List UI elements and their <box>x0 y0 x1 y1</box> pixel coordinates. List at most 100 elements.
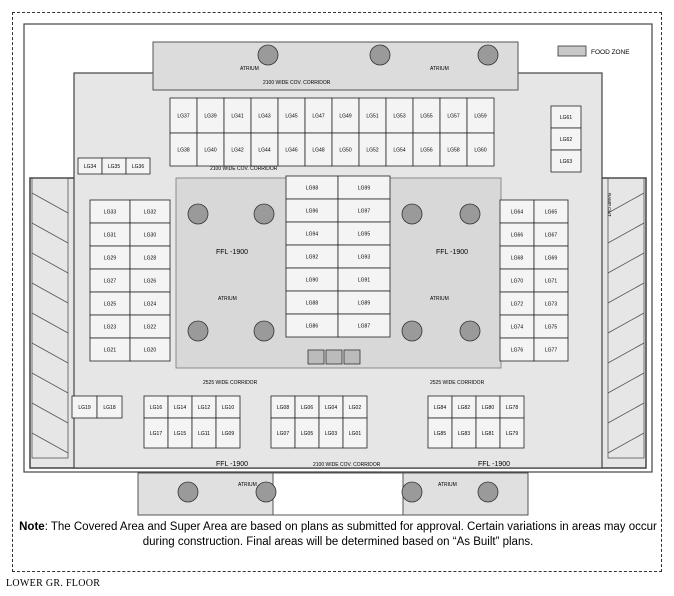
shop-unit-lg84: LG84 <box>427 395 453 419</box>
svg-text:LG64: LG64 <box>511 210 523 216</box>
shop-unit-lg46: LG46 <box>277 132 306 167</box>
svg-text:LG86: LG86 <box>306 324 318 330</box>
tree-planter-8 <box>187 320 209 342</box>
svg-text:LG91: LG91 <box>358 278 370 284</box>
svg-text:LG90: LG90 <box>306 278 318 284</box>
svg-text:LG03: LG03 <box>325 431 337 437</box>
svg-text:LG54: LG54 <box>393 148 405 154</box>
food-zone-label: FOOD ZONE <box>591 49 630 56</box>
svg-text:LG35: LG35 <box>108 164 120 170</box>
svg-text:LG50: LG50 <box>339 148 351 154</box>
svg-text:LG62: LG62 <box>560 137 572 143</box>
tree-planter-2 <box>369 44 391 66</box>
svg-text:LG85: LG85 <box>434 431 446 437</box>
svg-text:LG94: LG94 <box>306 232 318 238</box>
svg-text:LG79: LG79 <box>506 431 518 437</box>
atrium-label-bottom-right: ATRIUM <box>438 482 457 488</box>
svg-text:LG80: LG80 <box>482 405 494 411</box>
svg-text:LG46: LG46 <box>285 148 297 154</box>
shop-unit-lg50: LG50 <box>331 132 360 167</box>
svg-text:LG31: LG31 <box>104 233 116 239</box>
shop-unit-lg88: LG88 <box>285 290 339 315</box>
ramp-out-label: RAMP OUT <box>607 193 612 217</box>
svg-text:LG12: LG12 <box>198 405 210 411</box>
food-zone-swatch <box>557 45 587 57</box>
shop-unit-lg58: LG58 <box>439 132 468 167</box>
shop-unit-lg99: LG99 <box>337 175 391 200</box>
svg-text:LG28: LG28 <box>144 256 156 262</box>
shop-unit-lg85: LG85 <box>427 417 453 449</box>
svg-text:LG88: LG88 <box>306 301 318 307</box>
shop-unit-lg02: LG02 <box>342 395 368 419</box>
trees-layer <box>177 44 499 503</box>
svg-text:LG63: LG63 <box>560 159 572 165</box>
tree-planter-10 <box>401 320 423 342</box>
svg-text:LG84: LG84 <box>434 405 446 411</box>
svg-text:LG33: LG33 <box>104 210 116 216</box>
svg-text:LG17: LG17 <box>150 431 162 437</box>
corridor-label-2525-right: 2525 WIDE CORRIDOR <box>430 380 485 386</box>
shop-unit-lg11: LG11 <box>191 417 217 449</box>
shop-unit-lg34: LG34 <box>77 157 103 175</box>
shop-unit-lg68: LG68 <box>499 245 535 270</box>
shop-unit-lg56: LG56 <box>412 132 441 167</box>
top-atrium <box>152 41 519 91</box>
shop-unit-lg83: LG83 <box>451 417 477 449</box>
shop-unit-lg22: LG22 <box>129 314 171 339</box>
svg-text:LG36: LG36 <box>132 164 144 170</box>
svg-text:LG22: LG22 <box>144 325 156 331</box>
shop-unit-lg21: LG21 <box>89 337 131 362</box>
svg-text:LG96: LG96 <box>306 209 318 215</box>
atrium-label-top-right: ATRIUM <box>430 66 449 72</box>
corridor-label-bottom: 2100 WIDE COV. CORRIDOR <box>313 462 381 468</box>
ffl-label-right: FFL -1900 <box>436 249 468 256</box>
shop-unit-lg41: LG41 <box>223 97 252 134</box>
shop-unit-lg30: LG30 <box>129 222 171 247</box>
svg-text:LG34: LG34 <box>84 164 96 170</box>
svg-text:LG27: LG27 <box>104 279 116 285</box>
svg-text:LG29: LG29 <box>104 256 116 262</box>
svg-text:LG89: LG89 <box>358 301 370 307</box>
ffl-label-bottom-left: FFL -1900 <box>216 461 248 468</box>
shop-unit-lg06: LG06 <box>294 395 320 419</box>
plan-note: Note: The Covered Area and Super Area ar… <box>18 520 658 550</box>
svg-text:LG57: LG57 <box>447 114 459 120</box>
svg-text:LG10: LG10 <box>222 405 234 411</box>
svg-text:LG77: LG77 <box>545 348 557 354</box>
shop-unit-lg20: LG20 <box>129 337 171 362</box>
shop-unit-lg94: LG94 <box>285 221 339 246</box>
svg-text:LG08: LG08 <box>277 405 289 411</box>
tree-planter-15 <box>477 481 499 503</box>
svg-text:LG18: LG18 <box>103 405 115 411</box>
svg-text:LG72: LG72 <box>511 302 523 308</box>
svg-text:LG74: LG74 <box>511 325 523 331</box>
shop-unit-lg44: LG44 <box>250 132 279 167</box>
shop-unit-lg69: LG69 <box>533 245 569 270</box>
shop-unit-lg26: LG26 <box>129 268 171 293</box>
svg-text:LG52: LG52 <box>366 148 378 154</box>
shop-unit-lg65: LG65 <box>533 199 569 224</box>
shop-unit-lg89: LG89 <box>337 290 391 315</box>
svg-text:LG48: LG48 <box>312 148 324 154</box>
tree-planter-3 <box>477 44 499 66</box>
svg-text:LG81: LG81 <box>482 431 494 437</box>
svg-text:LG99: LG99 <box>358 186 370 192</box>
svg-text:LG53: LG53 <box>393 114 405 120</box>
shop-unit-lg27: LG27 <box>89 268 131 293</box>
svg-text:LG95: LG95 <box>358 232 370 238</box>
shop-unit-lg31: LG31 <box>89 222 131 247</box>
svg-text:LG07: LG07 <box>277 431 289 437</box>
tree-planter-4 <box>187 203 209 225</box>
svg-text:LG11: LG11 <box>198 431 210 437</box>
shop-unit-lg19: LG19 <box>71 395 98 419</box>
shop-unit-lg96: LG96 <box>285 198 339 223</box>
svg-text:LG47: LG47 <box>312 114 324 120</box>
shop-unit-lg10: LG10 <box>215 395 241 419</box>
shop-unit-lg05: LG05 <box>294 417 320 449</box>
svg-text:LG45: LG45 <box>285 114 297 120</box>
shop-unit-lg53: LG53 <box>385 97 414 134</box>
corridor-label-2525-left: 2525 WIDE CORRIDOR <box>203 380 258 386</box>
svg-text:LG82: LG82 <box>458 405 470 411</box>
svg-text:LG60: LG60 <box>474 148 486 154</box>
